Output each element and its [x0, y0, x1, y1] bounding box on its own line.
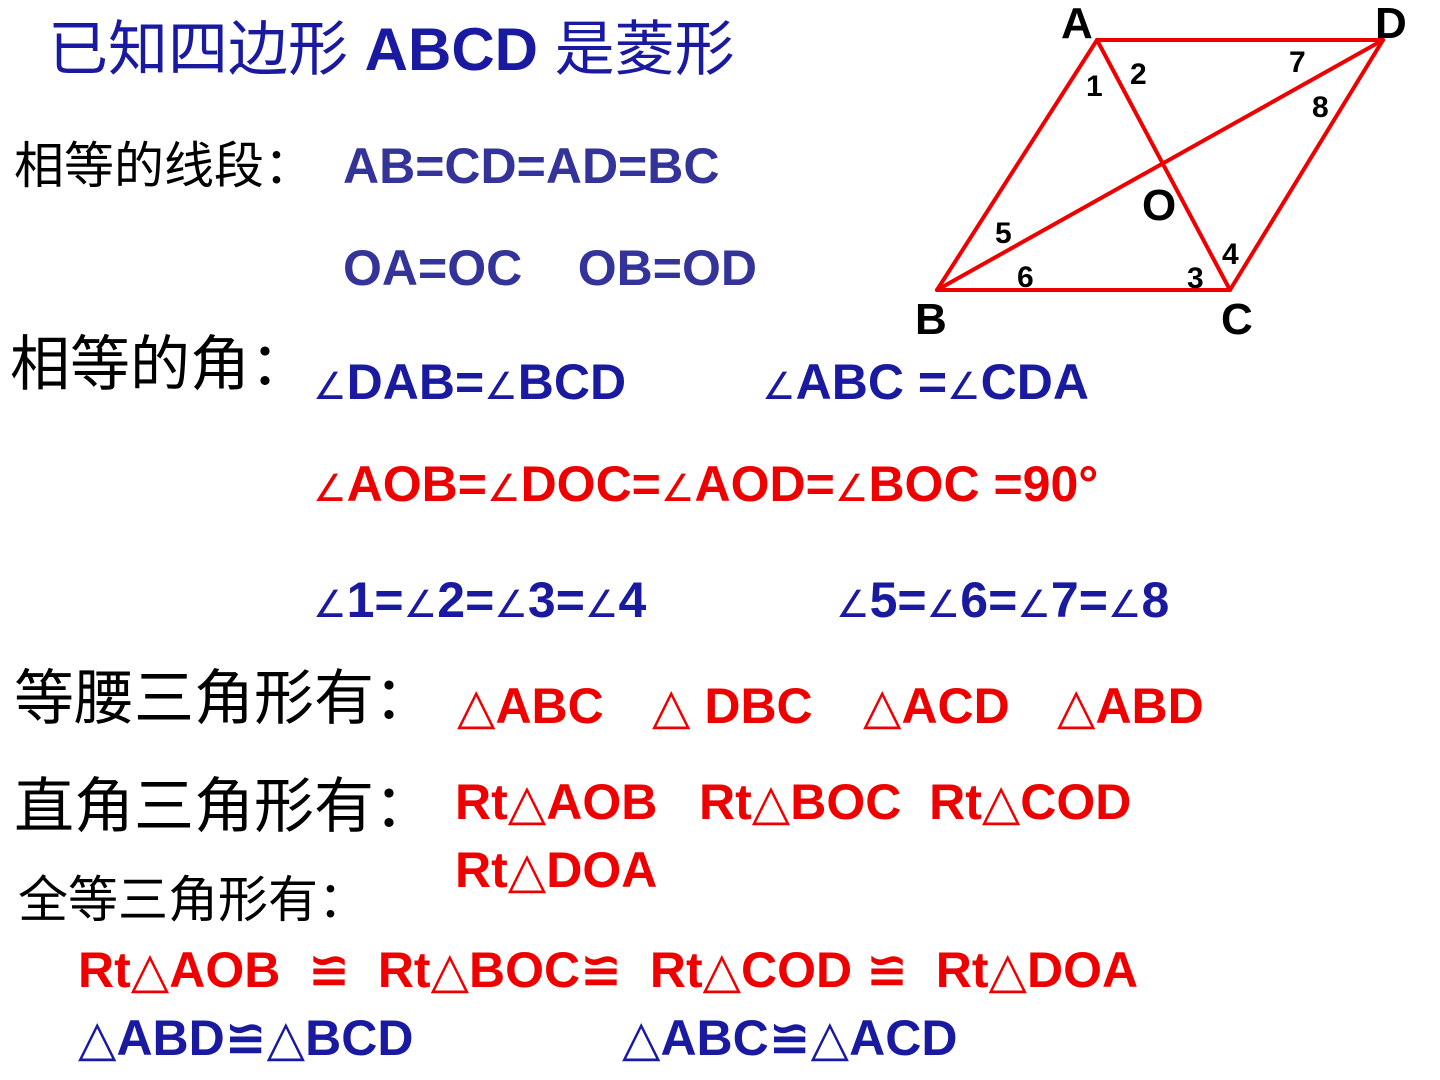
- angle-text: 4: [618, 572, 647, 628]
- angle-symbol: ∠: [1107, 583, 1142, 625]
- angles-row2: ∠AOB=∠DOC=∠AOD=∠BOC =90°: [313, 454, 1098, 518]
- page-title: 已知四边形 ABCD 是菱形: [48, 14, 735, 86]
- segments-line2: OA=OC OB=OD: [343, 238, 757, 298]
- angles-label: 相等的角：: [10, 330, 310, 400]
- angle-symbol: ∠: [313, 365, 347, 407]
- angle-mark-3: 3: [1187, 262, 1204, 295]
- right-label: 直角三角形有：: [14, 772, 434, 842]
- congruent-line1: Rt△AOB ≌ Rt△BOC≌ Rt△COD ≌ Rt△DOA: [78, 940, 1138, 1000]
- angle-text: 3=: [527, 572, 585, 628]
- angle-text: DAB=: [346, 354, 485, 410]
- angle-mark-8: 8: [1312, 91, 1329, 124]
- angle-symbol: ∠: [1017, 583, 1051, 625]
- angle-text: 5=: [869, 572, 927, 628]
- angle-text: ABC =: [795, 354, 948, 410]
- angle-symbol: ∠: [484, 365, 518, 407]
- angle-text: 6=: [960, 572, 1018, 628]
- vertex-labels: A D O B C: [915, 0, 1407, 344]
- angle-symbol: ∠: [660, 467, 695, 509]
- right-line1-text: Rt△AOB Rt△BOC Rt△COD: [455, 774, 1132, 830]
- isosceles-item-4: △ABD: [1057, 678, 1204, 734]
- angle-symbol: ∠: [926, 583, 961, 625]
- vertex-b: B: [915, 295, 947, 344]
- vertex-d: D: [1375, 0, 1407, 48]
- angle-text: 8: [1141, 572, 1170, 628]
- angle-text: AOB=: [346, 456, 487, 512]
- segments-label: 相等的线段：: [14, 137, 314, 195]
- angle-symbol: ∠: [834, 467, 869, 509]
- angle-symbol: ∠: [494, 583, 528, 625]
- angle-symbol: ∠: [403, 583, 438, 625]
- title-suffix: 是菱形: [554, 15, 735, 85]
- diagonal-bd: [935, 38, 1385, 292]
- angles-row3-b: ∠5=∠6=∠7=∠8: [836, 570, 1169, 634]
- congruent-line2-b: △ABC≌△ACD: [622, 1010, 958, 1066]
- angle-symbol: ∠: [584, 583, 619, 625]
- angle-symbol: ∠: [762, 365, 796, 407]
- isosceles-item-2: △ DBC: [652, 678, 813, 734]
- title-prefix: 已知四边形: [48, 15, 348, 85]
- title-abcd: ABCD: [364, 16, 538, 83]
- segments-line1: AB=CD=AD=BC: [343, 138, 720, 194]
- isosceles-label: 等腰三角形有：: [14, 664, 434, 734]
- rhombus-lines: [935, 38, 1385, 292]
- congruent-term: Rt△DOA: [935, 942, 1139, 998]
- angle-symbol: ∠: [947, 365, 981, 407]
- angle-text: 1=: [346, 572, 404, 628]
- angle-symbol: ∠: [836, 583, 870, 625]
- congruent-term: Rt△BOC≌: [377, 942, 623, 998]
- angle-mark-labels: 1 2 3 4 5 6 7 8: [995, 46, 1329, 295]
- side-cd: [1228, 38, 1385, 292]
- angle-mark-1: 1: [1086, 70, 1103, 103]
- angle-mark-7: 7: [1289, 46, 1306, 79]
- angle-mark-6: 6: [1017, 261, 1034, 294]
- congruent-label: 全等三角形有：: [18, 871, 368, 929]
- angles-row1-b: ∠ABC =∠CDA: [762, 352, 1089, 416]
- angle-text: DOC=: [520, 456, 661, 512]
- segments-line2-text: OA=OC OB=OD: [343, 240, 757, 296]
- angle-mark-5: 5: [995, 217, 1012, 250]
- angles-row1-a: ∠DAB=∠BCD: [313, 352, 626, 416]
- angle-text: AOD=: [694, 456, 835, 512]
- angle-text: 7=: [1050, 572, 1108, 628]
- angle-text: CDA: [980, 354, 1089, 410]
- right-line1: Rt△AOB Rt△BOC Rt△COD: [455, 772, 1131, 832]
- vertex-c: C: [1221, 295, 1253, 344]
- angle-symbol: ∠: [313, 583, 347, 625]
- congruent-symbol: ≌: [866, 942, 908, 998]
- angle-symbol: ∠: [486, 467, 521, 509]
- isosceles-item-3: △ACD: [863, 678, 1010, 734]
- right-line2: Rt△DOA: [455, 842, 658, 898]
- congruent-line2-a: △ABD≌△BCD: [78, 1010, 414, 1066]
- angle-mark-2: 2: [1130, 58, 1147, 91]
- vertex-o: O: [1142, 181, 1176, 230]
- angle-text: 2=: [437, 572, 495, 628]
- angles-row3-a: ∠1=∠2=∠3=∠4: [313, 570, 646, 634]
- side-ab: [935, 38, 1099, 292]
- angle-mark-4: 4: [1222, 238, 1239, 271]
- congruent-term: Rt△COD: [649, 942, 853, 998]
- congruent-symbol: ≌: [308, 942, 351, 998]
- vertex-a: A: [1061, 0, 1093, 48]
- angle-symbol: ∠: [313, 467, 347, 509]
- angle-text: BOC =90°: [868, 456, 1099, 512]
- angle-text: BCD: [517, 354, 627, 410]
- isosceles-item-1: △ABC: [457, 678, 604, 734]
- congruent-term: Rt△AOB: [78, 942, 281, 998]
